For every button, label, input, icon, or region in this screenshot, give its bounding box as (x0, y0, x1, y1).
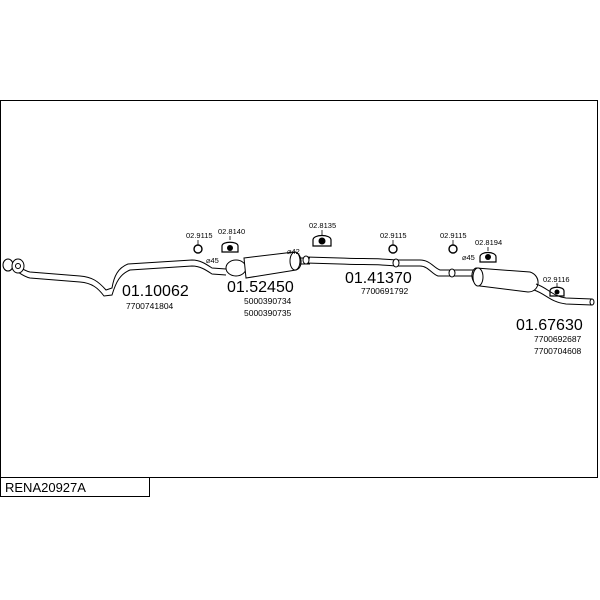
diameter-label-d3: ⌀45 (462, 253, 475, 262)
fitting-label-f4: 02.9115 (380, 231, 407, 240)
fitting-label-f3: 02.8135 (309, 221, 336, 230)
part-number-p1: 01.10062 (122, 283, 189, 300)
centre-pipe (302, 255, 458, 278)
fitting-icon-f6 (479, 247, 497, 263)
part-number-p3: 01.41370 (345, 270, 412, 287)
fitting-label-f1: 02.9115 (186, 231, 213, 240)
part-ref-p1-0: 7700741804 (126, 301, 174, 311)
rear-silencer (458, 267, 595, 306)
fitting-icon-f1 (193, 240, 203, 254)
part-number-p4: 01.67630 (516, 317, 583, 334)
fitting-icon-f4 (388, 240, 398, 254)
diameter-label-d1: ⌀45 (206, 256, 219, 265)
part-ref-p4-0: 7700692687 (534, 334, 582, 344)
fitting-label-f7: 02.9116 (543, 275, 570, 284)
part-ref-p2-0: 5000390734 (244, 296, 292, 306)
diagram-frame (0, 100, 598, 478)
fitting-icon-f3 (312, 230, 332, 247)
fitting-icon-f7 (549, 283, 565, 297)
fitting-label-f5: 02.9115 (440, 231, 467, 240)
fitting-icon-f5 (448, 240, 458, 254)
front-pipe (2, 258, 227, 297)
diameter-label-d2: ⌀42 (287, 247, 300, 256)
part-ref-p3-0: 7700691792 (361, 286, 409, 296)
part-ref-p4-1: 7700704608 (534, 346, 582, 356)
diagram-code: RENA20927A (5, 480, 86, 495)
part-ref-p2-1: 5000390735 (244, 308, 292, 318)
fitting-icon-f2 (221, 236, 239, 253)
diagram-code-box: RENA20927A (0, 477, 150, 497)
fitting-label-f2: 02.8140 (218, 227, 245, 236)
part-number-p2: 01.52450 (227, 279, 294, 296)
fitting-label-f6: 02.8194 (475, 238, 502, 247)
